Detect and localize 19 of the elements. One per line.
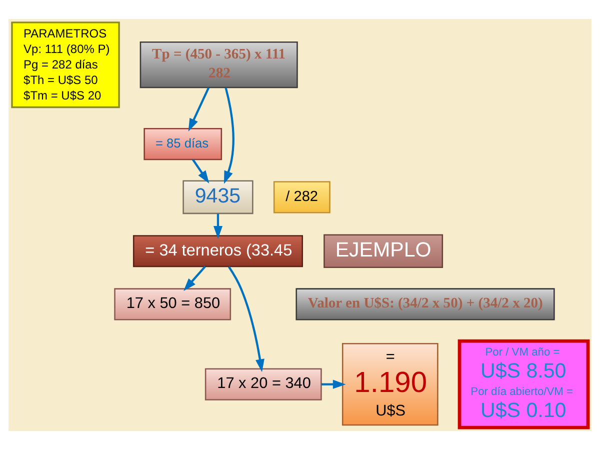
arrow (192, 158, 210, 184)
arrow (228, 266, 264, 372)
node-box: = 85 días (144, 128, 222, 160)
node-box: EJEMPLO (324, 234, 444, 268)
node-box: Por / VM año = U$S 8.50 Por día abierto/VM = U$S 0.10 (458, 339, 590, 430)
node-box: Valor en U$S: (34/2 x 50) + (34/2 x 20) (296, 288, 555, 320)
arrow (321, 380, 346, 389)
node-box: PARAMETROS Vp: 111 (80% P) Pg = 282 días $Th = U$S 50 $Tm = U$S 20 (11, 22, 120, 108)
arrow (184, 266, 206, 291)
node-box: / 282 (273, 181, 330, 214)
arrow (188, 87, 210, 132)
arrow (213, 214, 222, 239)
node-box: Tp = (450 - 365) x 111 282 (140, 41, 298, 88)
node-box: = 1.190 U$S (342, 342, 438, 426)
node-box: 17 x 20 = 340 (204, 368, 322, 400)
node-box: 9435 (182, 180, 254, 214)
node-box: 17 x 50 = 850 (114, 288, 232, 320)
node-box: = 34 terneros (33.45 (132, 235, 303, 268)
arrow (224, 87, 234, 184)
